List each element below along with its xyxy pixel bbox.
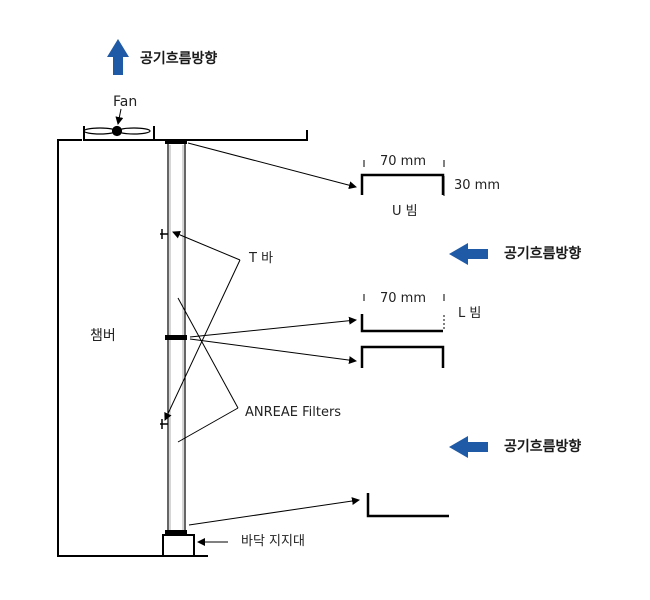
top-u-beam-block [165,139,187,144]
airflow-label-bottom: 공기흐름방향 [504,439,582,455]
airflow-left-icon-mid [449,243,488,265]
u-beam-height-label: 30 mm [454,178,501,193]
airflow-left-icon-bottom [449,436,488,458]
bottom-beam-block [165,530,187,534]
airflow-up-icon [107,39,129,75]
fan-label: Fan [113,94,138,110]
t-bar-label: T 바 [249,251,274,266]
l-beam-label: L 빔 [458,306,482,321]
leader-lines [164,142,360,546]
fan-pointer [115,108,124,125]
bottom-l-profile [366,493,449,518]
l-beam-profile [360,314,443,333]
filters-label: ANREAE Filters [245,405,342,420]
u-beam-dimension-ticks [363,160,445,196]
l-beam-width-label: 70 mm [380,291,427,306]
floor-support-label: 바닥 지지대 [241,534,305,549]
u-beam-profile [360,173,445,195]
airflow-label-top: 공기흐름방향 [140,51,218,67]
airflow-label-mid: 공기흐름방향 [504,246,582,262]
chamber-label: 챔버 [90,328,116,344]
u-beam-label: U 빔 [392,204,418,219]
mid-beam-block [165,335,187,340]
chamber-outline [57,126,308,557]
fan-icon [83,125,151,137]
l-beam-dimension-ticks [363,294,445,330]
floor-support-block [162,534,195,557]
u-beam-profile-mid [360,345,445,368]
u-beam-width-label: 70 mm [380,154,427,169]
t-bar-marks [160,229,168,429]
